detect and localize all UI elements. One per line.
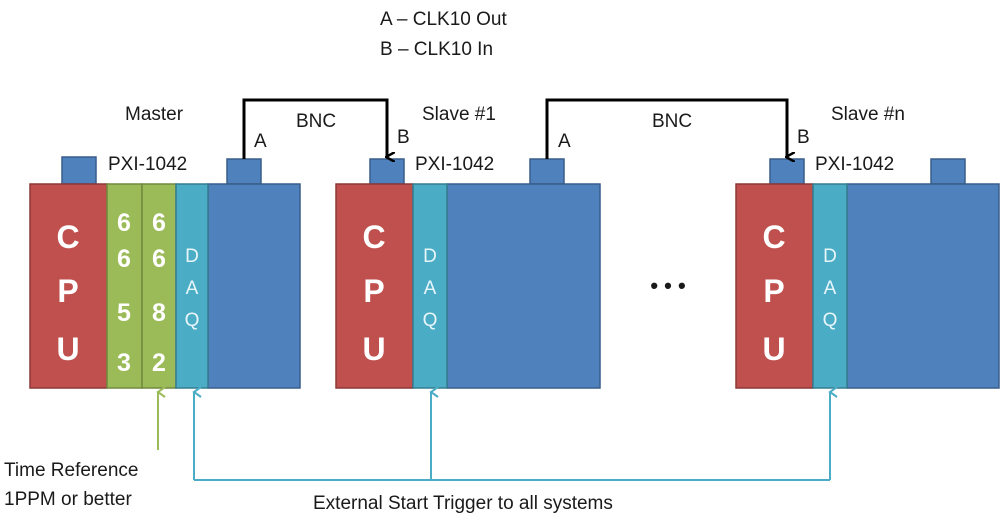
master-daq-module [175, 183, 209, 389]
slaven-cpu-module [735, 183, 814, 389]
more-chassis-ellipsis: • • • [650, 273, 685, 298]
slaven-title: Slave #n [831, 104, 905, 125]
slave1-bnc-out-connector [529, 158, 565, 185]
bnc-label-1: BNC [296, 111, 336, 132]
legend-clk10-in: B – CLK10 In [380, 39, 493, 60]
master-card-6653 [106, 183, 143, 389]
master-model: PXI-1042 [108, 154, 187, 175]
slaven-daq-letter-a: A [824, 278, 837, 299]
slaven-tab-right [930, 158, 966, 185]
master-daq-letter-d: D [185, 246, 199, 267]
slaven-cpu-letter-c: C [762, 219, 785, 255]
slaven-model: PXI-1042 [815, 154, 894, 175]
slaven-daq-letter-q: Q [823, 310, 838, 331]
card-6653-digit-2: 6 [117, 245, 131, 273]
slave1-chassis-body [446, 183, 601, 389]
master-cpu-letter-p: P [57, 273, 78, 309]
card-6653-digit-1: 6 [117, 209, 131, 237]
bnc-out-label-1: A [254, 131, 267, 152]
bnc-in-label-1: B [397, 127, 410, 148]
card-6682-digit-4: 2 [152, 349, 166, 377]
master-chassis: Master PXI-1042 C P U 6 6 5 3 6 6 8 2 D … [29, 104, 301, 389]
slaven-daq-letter-d: D [823, 246, 837, 267]
bnc-label-2: BNC [652, 111, 692, 132]
slave1-model: PXI-1042 [415, 154, 494, 175]
slave1-cpu-letter-u: U [362, 331, 385, 367]
bnc-cable-slave1-to-slaven [545, 98, 787, 159]
slave1-cpu-letter-c: C [362, 219, 385, 255]
master-daq-letter-a: A [186, 278, 199, 299]
master-cpu-letter-c: C [56, 219, 79, 255]
master-bnc-connector [226, 158, 262, 185]
master-tab-left [61, 156, 97, 185]
card-6682-digit-2: 6 [152, 245, 166, 273]
slave1-daq-letter-a: A [424, 278, 437, 299]
slaven-cpu-letter-p: P [763, 273, 784, 309]
slave1-chassis: Slave #1 PXI-1042 C P U D A Q [335, 104, 601, 389]
card-6653-digit-3: 5 [117, 299, 131, 327]
bnc-out-label-2: A [558, 131, 571, 152]
master-cpu-letter-u: U [56, 331, 79, 367]
time-reference-line2: 1PPM or better [4, 489, 132, 510]
slave1-daq-letter-d: D [423, 246, 437, 267]
slave1-bnc-in-connector [369, 158, 405, 185]
bnc-in-label-2: B [797, 127, 810, 148]
trigger-label: External Start Trigger to all systems [313, 493, 613, 514]
slaven-chassis-body [846, 183, 1000, 389]
slave1-title: Slave #1 [422, 104, 496, 125]
master-cpu-module [29, 183, 108, 389]
legend-clk10-out: A – CLK10 Out [380, 9, 507, 30]
card-6653-digit-4: 3 [117, 349, 131, 377]
master-title: Master [125, 104, 184, 125]
master-chassis-body [207, 183, 301, 389]
slaven-cpu-letter-u: U [762, 331, 785, 367]
bnc-cable-master-to-slave1 [242, 98, 387, 159]
slave1-daq-letter-q: Q [423, 310, 438, 331]
time-reference-line1: Time Reference [4, 460, 138, 481]
card-6682-digit-3: 8 [152, 299, 166, 327]
master-daq-letter-q: Q [185, 310, 200, 331]
slave1-daq-module [412, 183, 448, 389]
slaven-chassis: Slave #n PXI-1042 C P U D A Q [735, 104, 1000, 389]
slaven-bnc-in-connector [769, 158, 805, 185]
slave1-cpu-letter-p: P [363, 273, 384, 309]
card-6682-digit-1: 6 [152, 209, 166, 237]
